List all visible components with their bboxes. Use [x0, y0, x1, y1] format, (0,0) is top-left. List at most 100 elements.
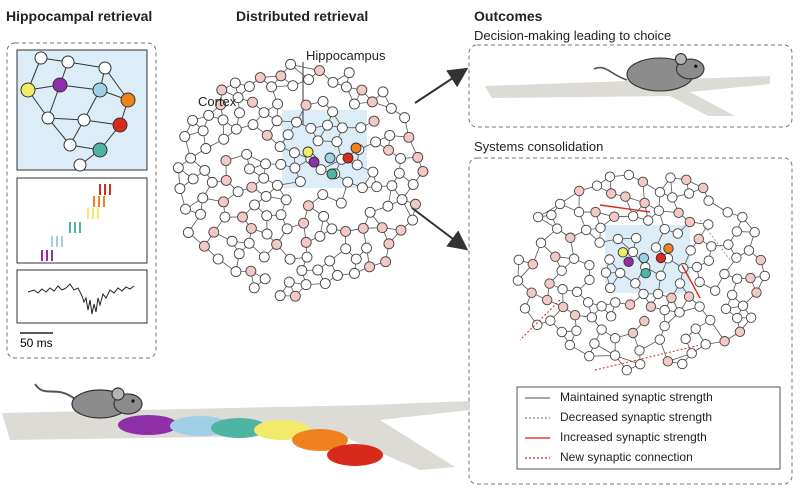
neuron: [613, 234, 623, 244]
neuron: [276, 71, 286, 81]
assembly-neuron: [303, 147, 313, 157]
neuron: [291, 117, 301, 127]
neuron: [327, 224, 337, 234]
neuron: [204, 110, 214, 120]
neuron: [235, 108, 245, 118]
neuron: [367, 97, 377, 107]
neuron: [209, 227, 219, 237]
legend-label-decreased: Decreased synaptic strength: [560, 410, 712, 424]
neuron: [585, 275, 595, 285]
neuron: [260, 274, 270, 284]
neuron: [289, 148, 299, 158]
neuron: [413, 152, 423, 162]
neuron: [723, 208, 733, 218]
neuron: [314, 66, 324, 76]
neuron: [201, 144, 211, 154]
neuron: [276, 210, 286, 220]
neuron: [678, 359, 688, 369]
neuron: [738, 301, 748, 311]
active-neuron: [93, 83, 107, 97]
neuron: [698, 183, 708, 193]
neuron: [655, 187, 665, 197]
neuron: [640, 198, 650, 208]
neuron: [732, 253, 742, 263]
neuron: [606, 283, 616, 293]
neuron: [272, 116, 282, 126]
neuron: [357, 85, 367, 95]
neuron: [558, 284, 568, 294]
neuron: [250, 200, 260, 210]
legend-item-maintained: Maintained synaptic strength: [560, 390, 713, 404]
active-neuron: [113, 118, 127, 132]
neuron: [635, 346, 645, 356]
heading-outcomes: Outcomes: [474, 8, 542, 24]
neuron: [282, 224, 292, 234]
neuron: [566, 233, 576, 243]
neuron: [344, 68, 354, 78]
neuron: [372, 182, 382, 192]
neuron: [635, 360, 645, 370]
neuron: [332, 270, 342, 280]
neuron: [687, 349, 697, 359]
neuron: [281, 195, 291, 205]
neuron: [611, 298, 621, 308]
assembly-neuron: [325, 153, 335, 163]
neuron: [695, 277, 705, 287]
neuron: [418, 166, 428, 176]
neuron: [341, 244, 351, 254]
neuron: [383, 201, 393, 211]
neuron: [328, 77, 338, 87]
neuron: [691, 324, 701, 334]
neuron: [227, 236, 237, 246]
neuron: [286, 59, 296, 69]
neuron: [304, 75, 314, 85]
neuron: [756, 255, 766, 265]
neuron: [356, 123, 366, 133]
neuron: [276, 159, 286, 169]
neuron: [183, 227, 193, 237]
neuron: [615, 268, 625, 278]
neuron: [368, 167, 378, 177]
neuron: [200, 165, 210, 175]
neuron: [555, 199, 565, 209]
neuron: [231, 267, 241, 277]
neuron: [570, 310, 580, 320]
neuron: [186, 153, 196, 163]
neuron: [394, 168, 404, 178]
neuron: [385, 130, 395, 140]
spike-raster-box: [17, 178, 147, 263]
neuron: [313, 265, 323, 275]
neuron: [724, 240, 734, 250]
neuron: [654, 206, 664, 216]
neuron: [606, 189, 616, 199]
neuron: [74, 159, 86, 171]
neuron: [247, 97, 257, 107]
neuron: [396, 225, 406, 235]
place-field-purple: [118, 415, 178, 435]
neuron: [221, 156, 231, 166]
neuron: [290, 163, 300, 173]
neuron: [591, 207, 601, 217]
neuron: [720, 336, 730, 346]
neuron: [692, 262, 702, 272]
neuron: [188, 115, 198, 125]
neuron: [621, 192, 631, 202]
neuron: [595, 238, 605, 248]
neuron: [267, 82, 277, 92]
neuron: [180, 131, 190, 141]
neuron: [323, 120, 333, 130]
neuron: [572, 287, 582, 297]
neuron: [675, 308, 685, 318]
neuron: [694, 234, 704, 244]
neuron: [218, 115, 228, 125]
neuron: [527, 288, 537, 298]
neuron: [341, 226, 351, 236]
neuron: [349, 99, 359, 109]
neuron: [404, 132, 414, 142]
neuron: [213, 254, 223, 264]
neuron: [336, 198, 346, 208]
assembly-neuron: [327, 169, 337, 179]
neuron: [262, 130, 272, 140]
neuron: [744, 246, 754, 256]
neuron: [301, 237, 311, 247]
